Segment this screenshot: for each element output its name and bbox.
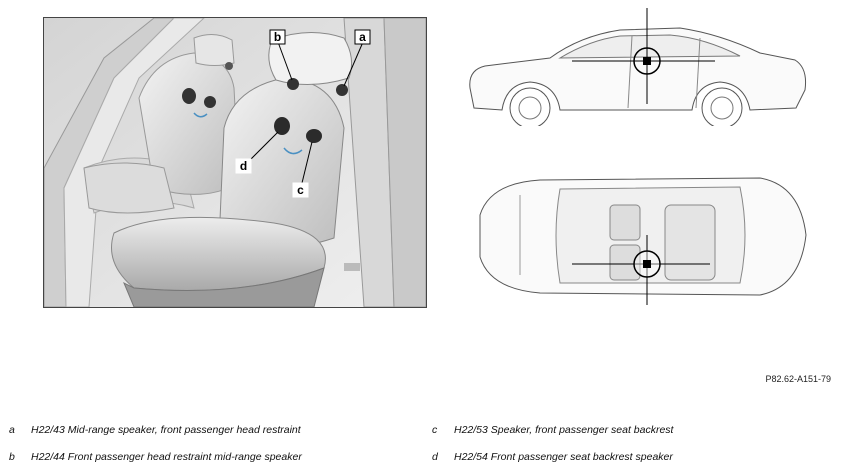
legend-text: H22/54 Front passenger seat backrest spe… [454,451,673,463]
car-top-view [479,177,807,305]
legend-letter: b [9,451,15,463]
figure-legend: a H22/43 Mid-range speaker, front passen… [0,418,841,472]
legend-letter: d [432,451,438,463]
seat-drawing: b a d c [44,18,426,307]
legend-text: H22/53 Speaker, front passenger seat bac… [454,424,674,436]
figure-reference-code: P82.62-A151-79 [765,374,831,384]
legend-text: H22/44 Front passenger head restraint mi… [31,451,302,463]
legend-text: H22/43 Mid-range speaker, front passenge… [31,424,301,436]
seat-illustration: b a d c [43,17,427,308]
car-side-view [469,8,806,126]
speaker-a-marker [336,84,348,96]
callout-c: c [297,183,304,197]
legend-letter: a [9,424,15,436]
callout-b: b [274,30,281,44]
legend-item-b: b H22/44 Front passenger head restraint … [9,451,302,463]
legend-letter: c [432,424,438,436]
location-target-side [633,47,661,75]
legend-item-a: a H22/43 Mid-range speaker, front passen… [9,424,301,436]
speaker-d-marker [274,117,290,135]
speaker-c-marker [306,129,322,143]
callout-a: a [359,30,366,44]
legend-item-c: c H22/53 Speaker, front passenger seat b… [432,424,673,436]
legend-item-d: d H22/54 Front passenger seat backrest s… [432,451,673,463]
speaker-b-marker [287,78,299,90]
callout-d: d [240,159,247,173]
